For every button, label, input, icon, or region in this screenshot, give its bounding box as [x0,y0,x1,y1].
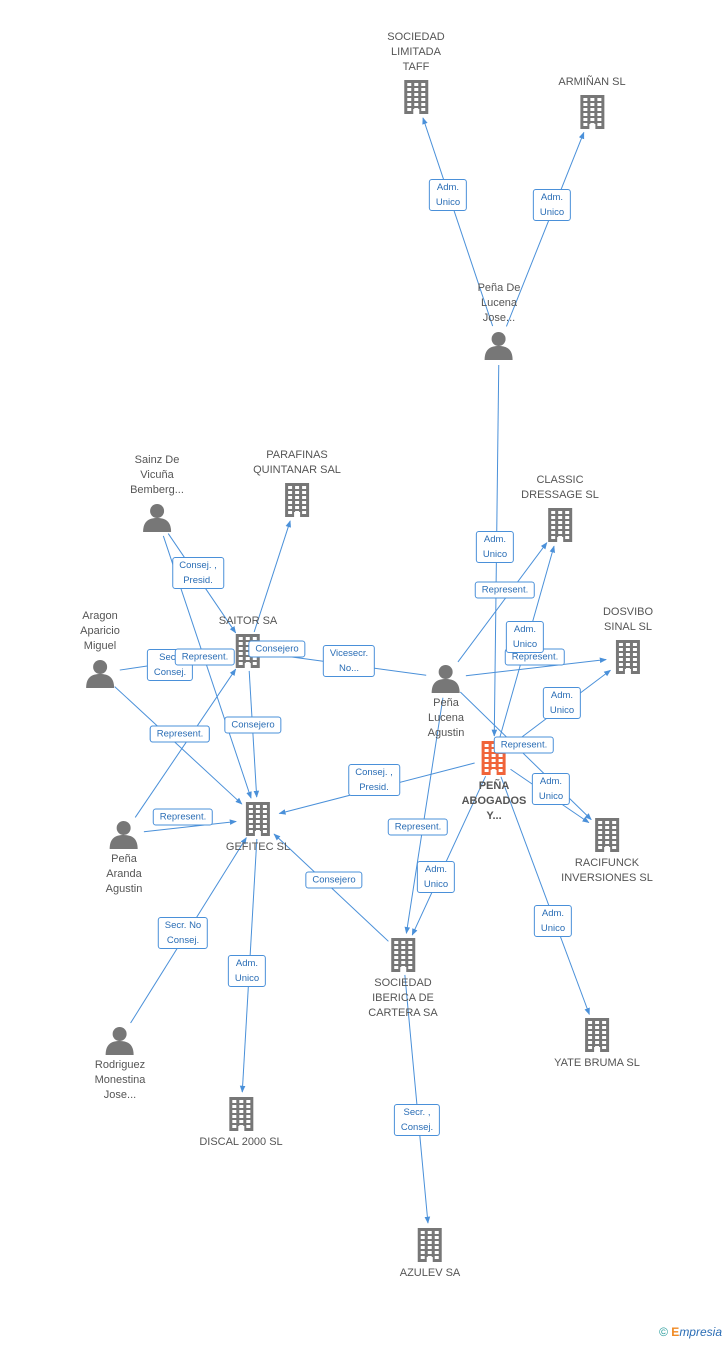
edge-pdl-taff [422,117,494,327]
edge-label[interactable]: Adm. Unico [532,189,572,221]
building-icon [521,507,599,543]
node-parafinas[interactable]: PARAFINAS QUINTANAR SAL [253,448,341,518]
node-label: Sainz De Vicuña Bemberg... [130,454,184,496]
node-gefitec[interactable]: GEFITEC SL [226,801,290,855]
building-icon [253,482,341,518]
edge-label-extra[interactable]: Represent. [493,736,555,754]
node-label: Peña De Lucena Jose... [477,282,521,324]
edge-label[interactable]: Adm. Unico [505,621,545,653]
edge-aragon-gefitec [114,686,243,805]
person-icon [95,1025,146,1055]
node-label: GEFITEC SL [225,841,291,853]
node-discal[interactable]: DISCAL 2000 SL [199,1096,283,1150]
node-arminan[interactable]: ARMIÑAN SL [558,75,626,130]
edge-label[interactable]: Adm. Unico [533,905,573,937]
edge-label[interactable]: Consejero [305,871,363,889]
person-icon [428,663,465,693]
edge-saitor-gefitec [248,670,260,798]
edge-label-extra[interactable]: Represent. [149,725,211,743]
person-icon [106,819,143,849]
node-label: Aragon Aparicio Miguel [80,610,120,652]
node-label: AZULEV SA [399,1267,461,1279]
node-classic[interactable]: CLASSIC DRESSAGE SL [521,473,599,543]
edge-plagustin-classic [457,542,548,663]
person-icon [478,330,521,360]
edge-label[interactable]: Adm. Unico [475,531,515,563]
node-pdl[interactable]: Peña De Lucena Jose... [477,281,521,360]
node-sainz[interactable]: Sainz De Vicuña Bemberg... [130,453,184,532]
node-label: YATE BRUMA SL [554,1057,640,1069]
building-icon [558,94,625,130]
building-icon [561,817,653,853]
edge-plagustin-ibercartera [404,697,444,934]
node-label: Peña Lucena Agustin [427,697,465,739]
brand-name: mpresia [679,1325,722,1339]
edge-label[interactable]: Adm. Unico [531,773,571,805]
building-icon [368,937,438,973]
building-icon [554,1017,640,1053]
edge-label[interactable]: Adm. Unico [227,955,267,987]
edge-label[interactable]: Consej. , Presid. [172,557,224,589]
copyright-symbol: © [659,1325,668,1339]
person-icon [130,502,184,532]
node-yate[interactable]: YATE BRUMA SL [554,1017,640,1071]
node-ibercartera[interactable]: SOCIEDAD IBERICA DE CARTERA SA [368,937,438,1021]
edge-main-yate [500,776,590,1016]
edge-label[interactable]: Vicesecr. No... [322,645,376,677]
node-label: PEÑA ABOGADOS Y... [461,780,527,822]
node-label: PARAFINAS QUINTANAR SAL [253,449,341,476]
node-label: Peña Aranda Agustin [105,853,143,895]
edge-label[interactable]: Secr. No Consej. [157,917,209,949]
node-dosvibo[interactable]: DOSVIBO SINAL SL [603,605,653,675]
edge-label[interactable]: Represent. [474,581,536,599]
node-label: CLASSIC DRESSAGE SL [521,474,599,501]
node-rodriguez[interactable]: Rodriguez Monestina Jose... [94,1025,146,1103]
edge-label[interactable]: Represent. [174,648,236,666]
node-label: SOCIEDAD LIMITADA TAFF [387,31,445,73]
node-racifunck[interactable]: RACIFUNCK INVERSIONES SL [561,817,653,886]
edge-label[interactable]: Consej. , Presid. [348,764,400,796]
node-label: SOCIEDAD IBERICA DE CARTERA SA [368,977,438,1019]
building-icon [400,1227,461,1263]
node-label: DISCAL 2000 SL [199,1136,283,1148]
building-icon [199,1096,282,1132]
building-icon [462,740,527,776]
edge-paagustin-saitor [134,668,237,818]
edge-plagustin-dosvibo [465,657,607,677]
edge-label[interactable]: Consejero [248,640,306,658]
person-icon [80,658,120,688]
node-label: Rodriguez Monestina Jose... [94,1059,146,1101]
node-label: ARMIÑAN SL [558,76,626,88]
edge-label[interactable]: Represent. [387,818,449,836]
building-icon [387,79,444,115]
node-taff[interactable]: SOCIEDAD LIMITADA TAFF [387,30,445,115]
building-icon [603,639,653,675]
edge-saitor-parafinas [253,520,291,633]
edge-main-ibercartera [411,775,487,936]
edge-label[interactable]: Represent. [152,808,214,826]
edge-label[interactable]: Adm. Unico [416,861,456,893]
edge-paagustin-gefitec [143,819,237,833]
edge-label[interactable]: Adm. Unico [542,687,582,719]
node-label: DOSVIBO SINAL SL [602,606,654,633]
node-azulev[interactable]: AZULEV SA [399,1227,461,1281]
footer-brand[interactable]: © Empresia [659,1325,722,1339]
brand-e-logo: E [671,1325,680,1339]
node-label: SAITOR SA [218,615,278,627]
building-icon [226,801,290,837]
node-paagustin[interactable]: Peña Aranda Agustin [105,819,143,897]
edge-pdl-arminan [505,131,585,327]
edge-label[interactable]: Adm. Unico [428,179,468,211]
node-main[interactable]: PEÑA ABOGADOS Y... [461,740,527,824]
node-aragon[interactable]: Aragon Aparicio Miguel [80,609,120,688]
node-plagustin[interactable]: Peña Lucena Agustin [427,663,465,741]
edge-label[interactable]: Consejero [224,716,282,734]
edge-ibercartera-azulev [404,974,431,1224]
node-label: RACIFUNCK INVERSIONES SL [561,857,653,884]
edge-label[interactable]: Secr. , Consej. [393,1104,441,1136]
